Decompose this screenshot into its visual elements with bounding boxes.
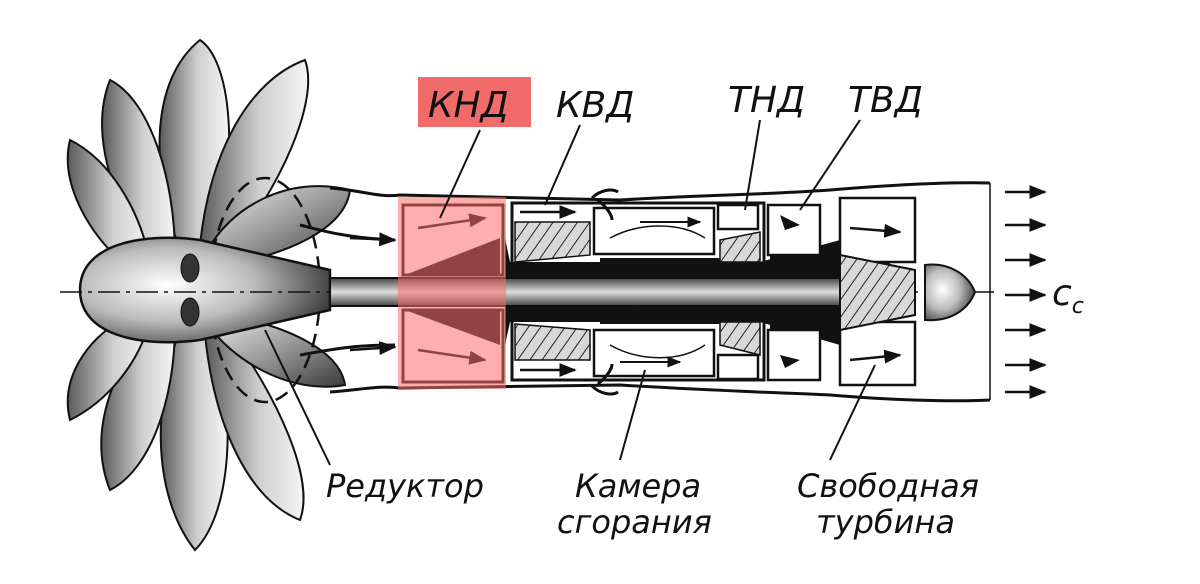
flow-arrows xyxy=(349,185,1047,399)
leader-lines xyxy=(264,119,876,466)
label-kvd: КВД xyxy=(556,85,634,126)
propeller xyxy=(66,38,352,552)
label-combustion-chamber-2: сгорания xyxy=(557,503,712,541)
label-knd: КНД xyxy=(428,85,509,126)
turbines xyxy=(505,196,977,387)
label-free-turbine-2: турбина xyxy=(816,503,955,541)
label-tvd: ТВД xyxy=(848,80,923,121)
label-combustion-chamber-1: Камера xyxy=(575,467,701,505)
label-tnd: ТНД xyxy=(728,80,805,121)
label-free-turbine-1: Свободная xyxy=(797,467,979,505)
label-reducer: Редуктор xyxy=(326,467,484,505)
label-exhaust-velocity: cc xyxy=(1052,273,1084,319)
knd-label-background xyxy=(418,77,531,127)
knd-highlight-overlay xyxy=(398,197,506,389)
